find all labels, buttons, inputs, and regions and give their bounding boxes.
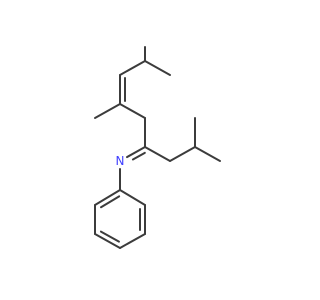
atom-n-a13: N bbox=[113, 154, 127, 168]
double-bond-a14-a15-inner bbox=[100, 195, 121, 209]
bonds-layer bbox=[94, 46, 221, 249]
double-bond-a16-a17 bbox=[94, 233, 121, 249]
structure-diagram: N bbox=[94, 46, 221, 249]
single-bond-a1-a2 bbox=[144, 60, 171, 76]
single-bond-a10-a11 bbox=[194, 146, 221, 162]
double-bond-a16-a17-inner bbox=[99, 230, 120, 243]
double-bond-a8-a13-inner bbox=[131, 151, 146, 161]
double-bond-a14-a15 bbox=[94, 189, 121, 206]
single-bond-a9-a10 bbox=[169, 146, 196, 162]
atom-label-background bbox=[113, 154, 127, 168]
single-bond-a5-a7 bbox=[119, 103, 146, 119]
atom-label-n: N bbox=[116, 154, 125, 168]
single-bond-a5-a6 bbox=[94, 103, 121, 119]
single-bond-a8-a9 bbox=[144, 146, 171, 162]
molecule-canvas: N bbox=[94, 46, 221, 249]
atoms-layer: N bbox=[113, 154, 127, 168]
single-bond-a2-a4 bbox=[119, 60, 146, 76]
double-bond-a8-a13 bbox=[125, 146, 146, 159]
single-bond-a19-a14 bbox=[119, 189, 146, 206]
single-bond-a17-a18 bbox=[119, 233, 146, 249]
